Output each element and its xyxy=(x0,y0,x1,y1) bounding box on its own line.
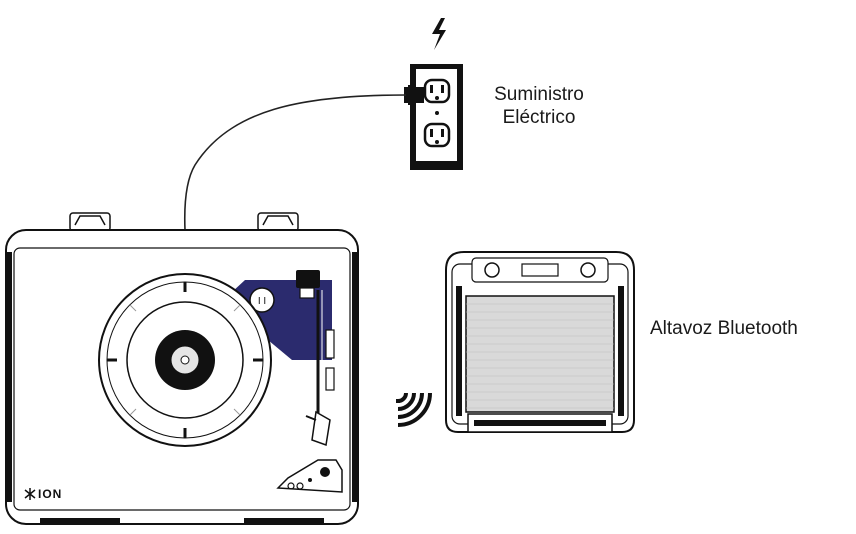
power-supply-label: Suministro Eléctrico xyxy=(470,84,608,130)
bluetooth-speaker-label: Altavoz Bluetooth xyxy=(650,318,798,339)
bluetooth-signal-waves-icon xyxy=(396,392,432,427)
power-supply-label-line2: Eléctrico xyxy=(502,106,576,128)
wall-outlet-icon xyxy=(410,64,463,170)
power-supply-label-line1: Suministro xyxy=(494,84,584,105)
bluetooth-speaker-icon xyxy=(445,251,635,433)
svg-text:I I: I I xyxy=(258,296,266,307)
ion-logo-star-icon xyxy=(24,488,36,500)
lightning-bolt-icon xyxy=(432,18,446,50)
power-cable xyxy=(183,85,424,231)
turntable-brand: ION xyxy=(38,487,62,501)
turntable-icon: I I xyxy=(5,212,359,525)
